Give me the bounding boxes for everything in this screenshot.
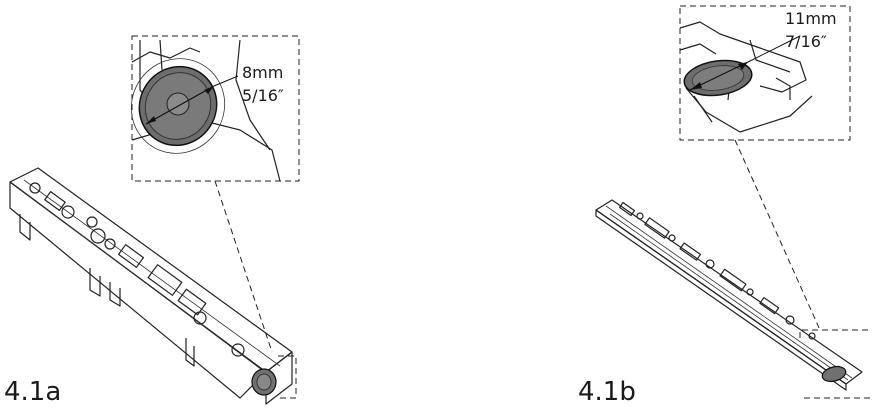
figure-4-1a: 8mm 5/16″ <box>4 35 300 407</box>
plug-end-b <box>821 365 847 383</box>
dimension-arrow-a <box>145 85 215 125</box>
figure-4-1b: 11mm 7/16″ 4.1b <box>578 5 870 407</box>
callout-box-a <box>278 355 297 399</box>
figure-label-a: 4.1a <box>4 377 61 407</box>
dimension-label-b-imperial: 7/16″ <box>785 32 827 51</box>
detail-inset-b-drawing <box>679 21 813 133</box>
dimension-label-b-metric: 11mm <box>785 9 837 28</box>
figure-label-b: 4.1b <box>578 377 636 407</box>
detail-inset-a-drawing <box>130 39 281 182</box>
dimension-label-a-metric: 8mm <box>242 63 283 82</box>
detail-inset-b-frame <box>679 5 851 141</box>
callout-box-b-top <box>799 329 870 338</box>
closer-housing-a <box>9 167 293 405</box>
mounting-plate-b <box>595 199 863 391</box>
leader-line-b <box>734 139 821 331</box>
dimension-label-a-imperial: 5/16″ <box>242 86 284 105</box>
leader-line-a <box>214 180 273 353</box>
